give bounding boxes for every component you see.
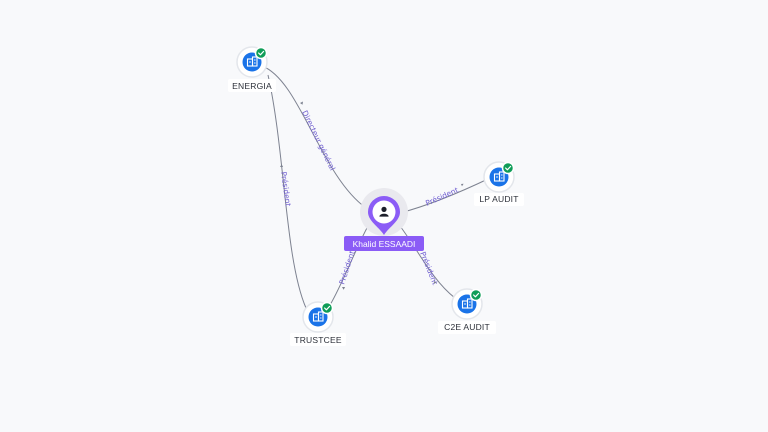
company-name: LP AUDIT [479, 194, 518, 204]
person-icon [379, 206, 389, 217]
verified-check-icon [254, 46, 268, 60]
company-name: ENERGIA [232, 81, 272, 91]
edge-label-directeur: Directeur général [300, 109, 337, 172]
edge-person-c2e-audit [399, 225, 456, 299]
edge-label-lp-audit: Président [424, 185, 460, 207]
verified-check-icon [469, 288, 483, 302]
company-name: TRUSTCEE [294, 335, 342, 345]
edge-arrow [280, 164, 284, 167]
edge-label-energia-trustcee: Président [279, 171, 293, 207]
person-node[interactable]: Khalid ESSAADI [344, 188, 424, 251]
company-node-lp-audit[interactable]: LP AUDIT [474, 161, 524, 206]
edge-arrow [461, 183, 464, 187]
edge-person-trustcee [329, 225, 369, 306]
company-name: C2E AUDIT [444, 322, 490, 332]
verified-check-icon [501, 161, 515, 175]
edge-arrow [434, 281, 437, 284]
edge-arrow [300, 101, 303, 105]
edge-arrow [342, 287, 346, 290]
person-name-tag [344, 236, 424, 251]
edge-person-energia [261, 65, 367, 209]
edge-label-c2e-audit: Président [418, 250, 439, 286]
company-node-c2e-audit[interactable]: C2E AUDIT [438, 288, 496, 334]
edge-person-lp-audit [399, 177, 491, 214]
verified-check-icon [320, 301, 334, 315]
edge-label-trustcee: Président [337, 250, 356, 286]
edge-energia-trustcee [267, 74, 307, 309]
company-node-trustcee[interactable]: TRUSTCEE [290, 301, 346, 346]
person-name: Khalid ESSAADI [353, 239, 416, 249]
company-node-energia[interactable]: ENERGIA [228, 46, 276, 92]
